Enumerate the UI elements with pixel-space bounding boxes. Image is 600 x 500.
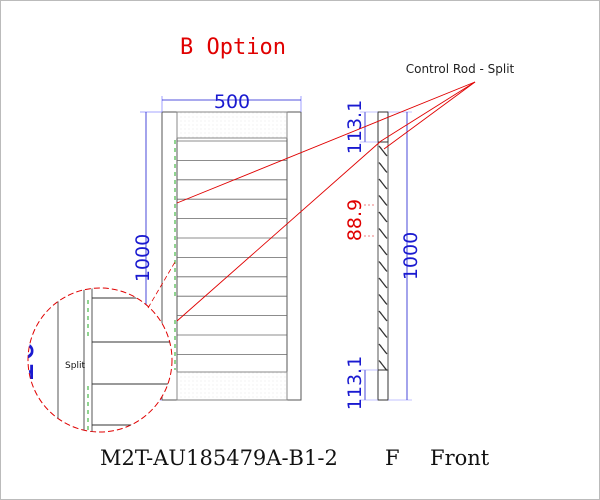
side-slat [378, 244, 388, 256]
title-block: M2T-AU185479A-B1-2 F Front [100, 446, 490, 470]
option-title: B Option [180, 35, 286, 60]
bottom-gap-label: 113.1 [344, 356, 366, 410]
callout-leaders [176, 81, 476, 322]
bottom-rail [176, 371, 288, 401]
side-slat [378, 343, 388, 355]
detail-connector [147, 261, 176, 309]
side-slat [378, 360, 388, 371]
side-bottom-rail [377, 369, 389, 401]
side-top-rail [377, 111, 389, 143]
width-label: 500 [214, 91, 250, 113]
side-view [377, 111, 389, 401]
side-slat [378, 195, 388, 206]
top-rail [176, 111, 288, 139]
side-slat [378, 294, 388, 305]
width-dimension: 500 [161, 91, 302, 113]
detail-view: 1000 Split [2, 261, 176, 433]
side-slat [378, 178, 388, 190]
side-slat [378, 277, 388, 289]
detail-height-label: 1000 [2, 297, 42, 384]
side-dimensions: 113.1 113.1 1000 88.9 [344, 100, 422, 410]
side-slat [378, 228, 388, 239]
louvre-pitch-label: 88.9 [344, 199, 366, 241]
split-label: Split [65, 361, 85, 371]
side-slat [378, 261, 388, 272]
louvres [177, 140, 287, 355]
height-label-front: 1000 [132, 234, 154, 282]
top-gap-label: 113.1 [344, 100, 366, 154]
view-name: Front [430, 446, 490, 470]
part-number: M2T-AU185479A-B1-2 [100, 446, 338, 470]
front-view [161, 111, 302, 401]
control-rod-callout: Control Rod - Split [406, 62, 515, 76]
height-label-side: 1000 [400, 232, 422, 280]
side-slat [378, 327, 388, 338]
side-slat [378, 162, 388, 173]
front-frame [161, 111, 302, 401]
side-slat [378, 310, 388, 322]
view-code: F [385, 446, 400, 470]
side-slat [378, 145, 388, 157]
side-slats [378, 145, 388, 371]
side-slat [378, 211, 388, 223]
